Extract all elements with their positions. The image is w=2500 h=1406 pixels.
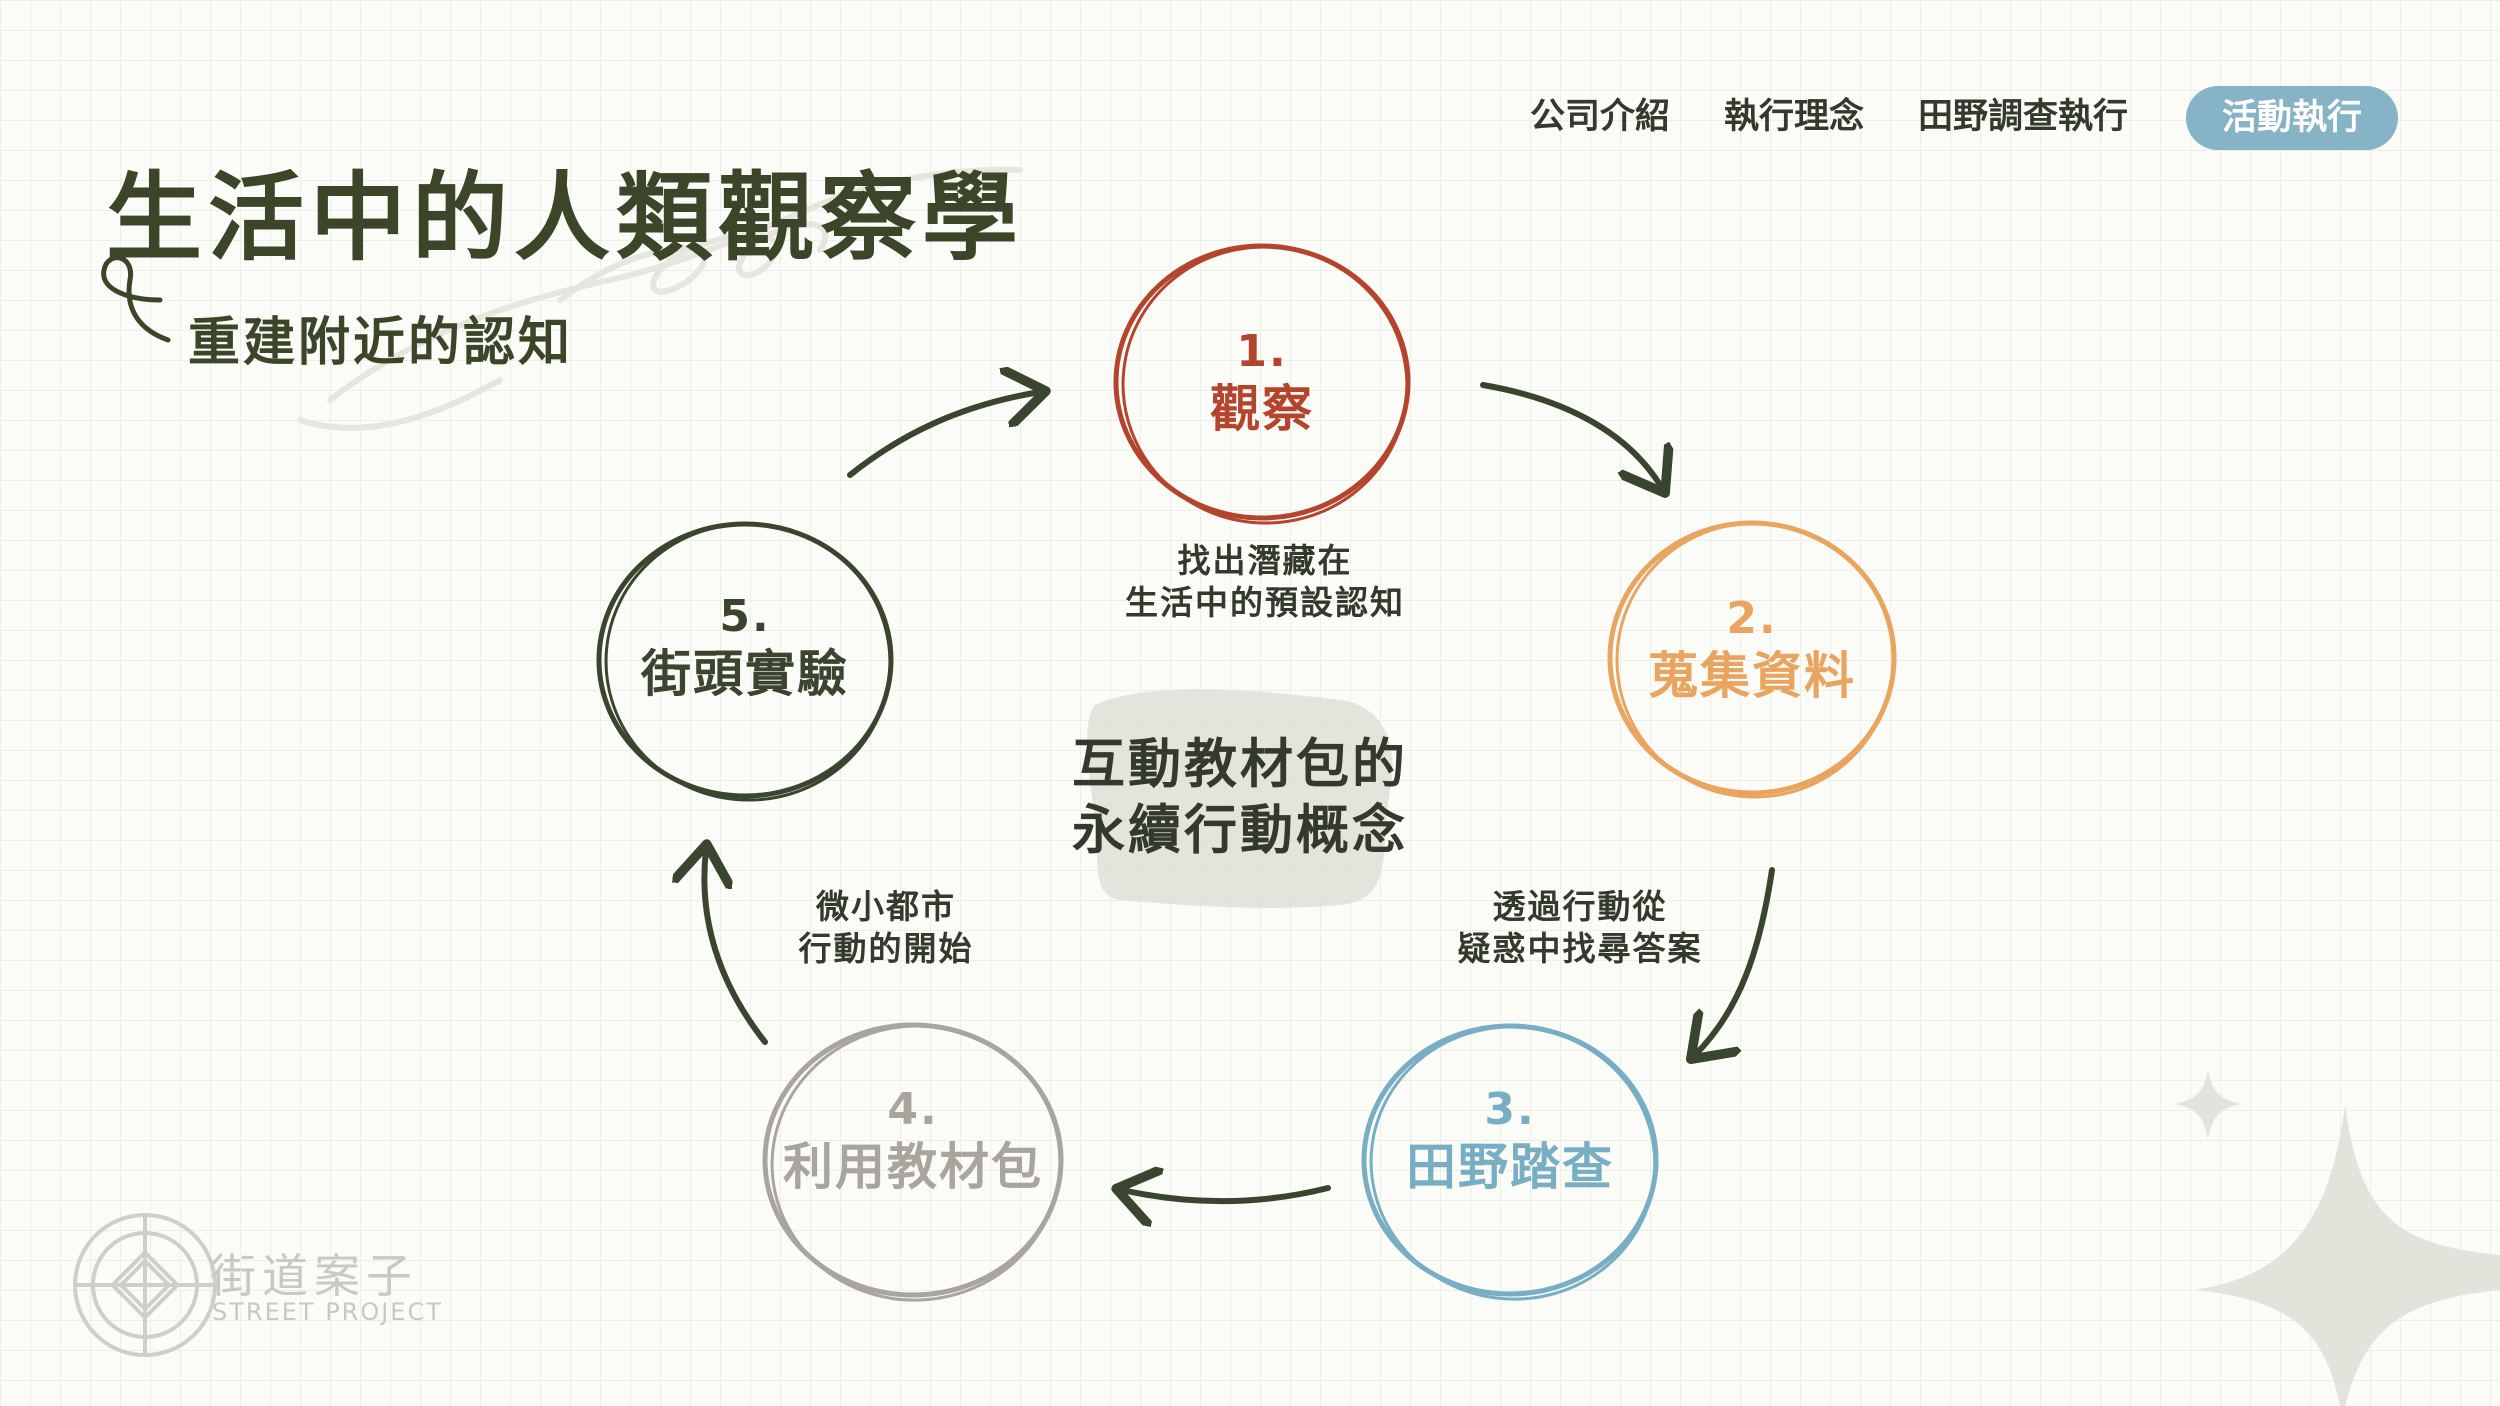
node-collect: 2. 蒐集資料 <box>1592 592 1912 706</box>
node-fieldwork: 3. 田野踏查 <box>1350 1083 1670 1197</box>
caption-line: 找出潛藏在 <box>1177 541 1353 580</box>
logo-emblem-icon <box>73 1213 217 1357</box>
node-experiment: 5. 街頭實驗 <box>585 590 905 704</box>
node-label-text: 利用教材包 <box>783 1138 1043 1196</box>
center-brush-decoration <box>1087 689 1393 908</box>
node-circle-observe <box>1113 243 1411 525</box>
subtitle-curl-icon <box>101 255 171 343</box>
page-subtitle: 重建附近的認知 <box>188 313 574 373</box>
center-concept: 互動教材包的 永續行動概念 <box>1040 732 1440 864</box>
node-observe: 1. 觀察 <box>1102 325 1422 439</box>
node-number: 1. <box>1236 326 1288 377</box>
nav-link-company[interactable]: 公司介紹 <box>1530 97 1671 137</box>
node-number: 5. <box>719 591 771 642</box>
logo-name-en: STREET PROJECT <box>212 1298 443 1326</box>
node-number: 2. <box>1726 593 1778 644</box>
node-circle-fieldwork <box>1361 1023 1659 1301</box>
page-title: 生活中的人類觀察學 <box>106 162 1024 274</box>
arrow-observe-to-collect <box>1480 382 1662 488</box>
caption-line: 透過行動從 <box>1492 887 1668 926</box>
nav-link-activities-active[interactable]: 活動執行 <box>2186 86 2398 150</box>
arrow-collect-to-fieldwork <box>1695 867 1775 1055</box>
title-scribble-decoration <box>297 166 1023 431</box>
arrow-kit-to-experiment <box>704 850 768 1045</box>
caption-experiment: 微小都市 行動的開始 <box>686 886 1086 970</box>
arrow-fieldwork-to-kit <box>1122 1188 1331 1201</box>
nav-link-fieldwork[interactable]: 田野調查執行 <box>1918 97 2129 137</box>
nav-link-philosophy[interactable]: 執行理念 <box>1724 97 1865 137</box>
node-label-text: 街頭實驗 <box>641 645 849 703</box>
node-circle-experiment <box>596 521 894 802</box>
large-sparkle-decoration <box>2195 1105 2500 1406</box>
center-line: 永續行動概念 <box>1072 800 1408 861</box>
small-sparkle-decoration <box>2174 1070 2242 1140</box>
caption-line: 生活中的預設認知 <box>1125 583 1405 622</box>
node-label-text: 蒐集資料 <box>1648 647 1856 705</box>
node-kit: 4. 利用教材包 <box>753 1083 1073 1197</box>
node-number: 4. <box>887 1084 939 1135</box>
caption-line: 微小都市 <box>816 887 956 926</box>
node-circle-collect <box>1607 520 1897 799</box>
caption-line: 行動的開始 <box>798 929 974 968</box>
node-label-text: 田野踏查 <box>1406 1138 1614 1196</box>
center-line: 互動教材包的 <box>1072 734 1408 795</box>
logo-name-zh: 街道案子 <box>210 1249 418 1303</box>
node-number: 3. <box>1484 1084 1536 1135</box>
caption-line: 疑惑中找尋答案 <box>1457 929 1703 968</box>
node-circle-kit <box>762 1022 1064 1302</box>
node-label-text: 觀察 <box>1210 380 1314 438</box>
caption-observe: 找出潛藏在 生活中的預設認知 <box>1065 540 1465 624</box>
arrow-experiment-to-observe <box>847 392 1040 478</box>
caption-collect: 透過行動從 疑惑中找尋答案 <box>1380 886 1780 970</box>
